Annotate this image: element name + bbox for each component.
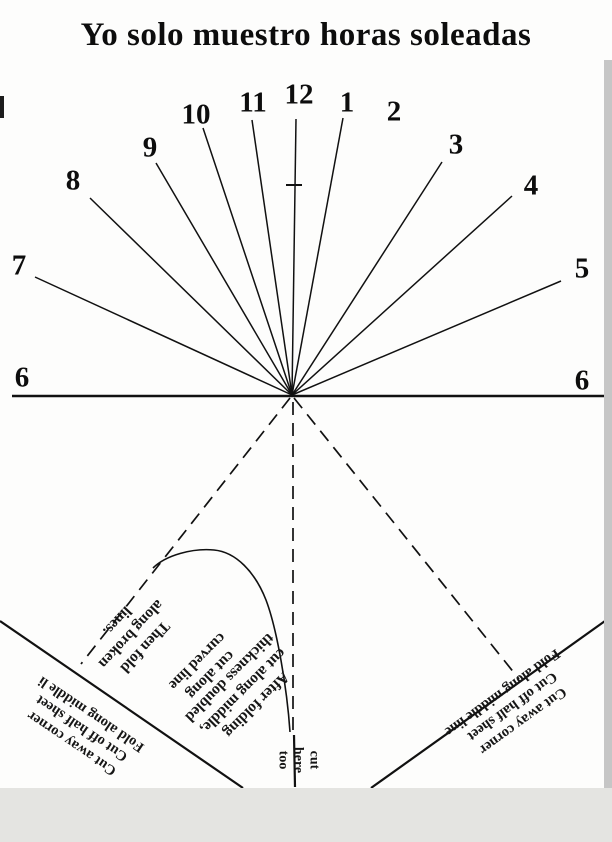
hour-line-5	[291, 280, 562, 396]
cut-line-bottom-right-diagonal	[370, 620, 606, 789]
hour-label-8: 8	[65, 164, 81, 197]
hour-label-5: 5	[574, 252, 590, 285]
page-title: Yo solo muestro horas soleadas	[80, 17, 532, 53]
hour-line-3	[291, 161, 443, 396]
hour-label-1: 1	[339, 86, 355, 119]
instruction-cut-here-too-line: too	[275, 750, 291, 770]
hour-label-4: 4	[523, 169, 539, 202]
hour-line-11	[251, 119, 293, 396]
hour-line-10	[202, 127, 293, 396]
hour-line-1	[291, 117, 344, 396]
scan-artifact-bottom-edge-strip	[0, 788, 612, 842]
hour-label-6-left: 6	[14, 361, 30, 394]
hour-label-9: 9	[142, 131, 158, 164]
instruction-cut-here-too-line: cut	[306, 750, 322, 770]
gnomon-curved-cut-line	[152, 548, 291, 733]
hour-label-6-right: 6	[574, 364, 590, 397]
hour-label-10: 10	[181, 98, 211, 131]
hour-line-8	[89, 197, 293, 396]
hour-label-7: 7	[11, 249, 27, 282]
hour-line-9	[155, 162, 293, 396]
fold-guide-right-dashed	[293, 397, 520, 680]
hour-label-2: 2	[386, 95, 402, 128]
fold-guide-left-dashed	[80, 397, 291, 665]
cut-line-bottom-center-vertical	[292, 734, 297, 788]
cut-line-bottom-left-diagonal	[0, 620, 244, 789]
scan-artifact-right-edge-strip	[604, 60, 612, 788]
scan-artifact-left-edge-mark	[0, 96, 4, 118]
hour-line-12	[291, 118, 297, 396]
instruction-cut-here-too-line: here	[290, 746, 306, 774]
hour-label-11: 11	[239, 86, 267, 119]
hour-label-3: 3	[448, 128, 464, 161]
hour-label-12: 12	[284, 78, 314, 111]
hour-line-4	[291, 195, 513, 396]
hour-line-7	[34, 276, 293, 396]
